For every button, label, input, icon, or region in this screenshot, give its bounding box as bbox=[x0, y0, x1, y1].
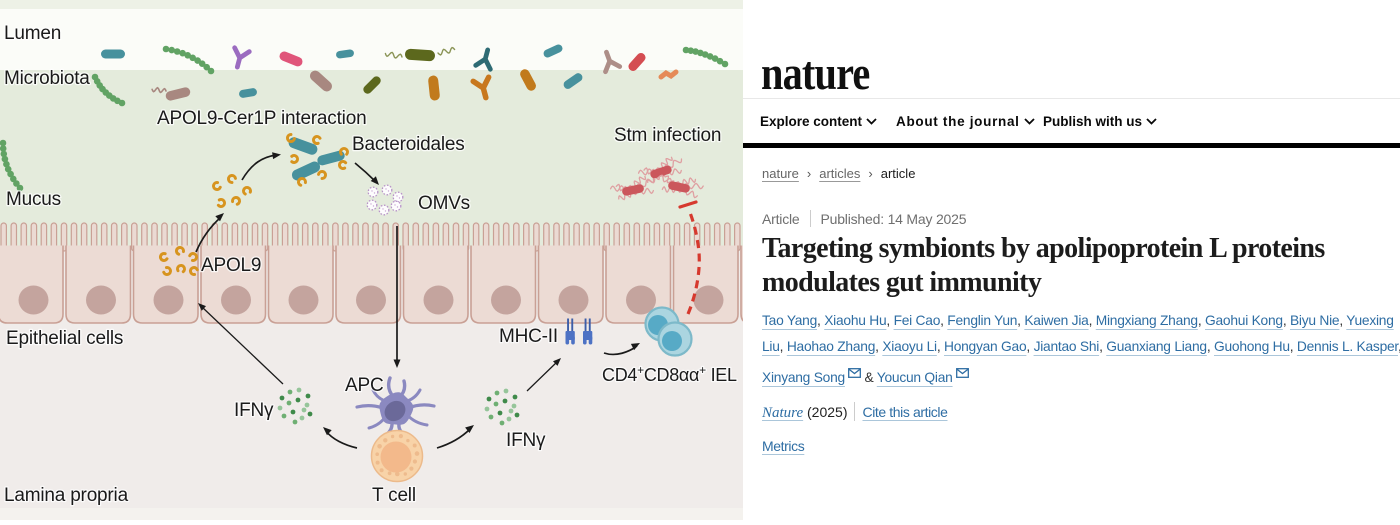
svg-text:Bacteroidales: Bacteroidales bbox=[352, 134, 465, 155]
svg-text:Lamina propria: Lamina propria bbox=[4, 485, 129, 506]
svg-text:CD4+CD8αα+ IEL: CD4+CD8αα+ IEL bbox=[602, 363, 737, 385]
svg-text:IFNγ: IFNγ bbox=[234, 400, 274, 421]
svg-text:APOL9-Cer1P interaction: APOL9-Cer1P interaction bbox=[157, 108, 366, 129]
svg-text:Mucus: Mucus bbox=[6, 189, 61, 210]
svg-text:Lumen: Lumen bbox=[4, 23, 61, 44]
svg-text:T cell: T cell bbox=[372, 485, 416, 506]
svg-text:Epithelial cells: Epithelial cells bbox=[6, 328, 123, 349]
svg-text:APC: APC bbox=[345, 375, 383, 396]
svg-text:IFNγ: IFNγ bbox=[506, 430, 546, 451]
svg-text:APOL9: APOL9 bbox=[201, 255, 261, 276]
svg-text:Stm infection: Stm infection bbox=[614, 125, 721, 146]
svg-text:MHC-II: MHC-II bbox=[499, 326, 558, 347]
svg-text:OMVs: OMVs bbox=[418, 193, 470, 214]
svg-text:Microbiota: Microbiota bbox=[4, 68, 90, 89]
